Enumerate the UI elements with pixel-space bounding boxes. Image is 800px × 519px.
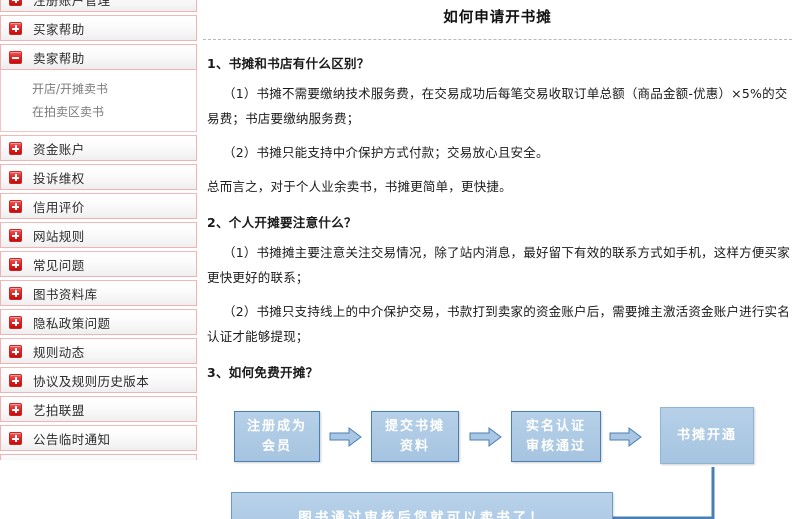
flow-step-4-label: 书摊开通	[676, 427, 737, 443]
sidebar-item-4: 投诉维权	[0, 164, 197, 190]
sidebar-subitem[interactable]: 在拍卖区卖书	[32, 105, 105, 119]
section-1-paragraph-3: 总而言之，对于个人业余卖书，书摊更简单，更快捷。	[207, 179, 512, 194]
sidebar-item-header-5[interactable]: 信用评价	[0, 193, 197, 219]
sidebar-nav: 注册账户管理买家帮助卖家帮助开店/开摊卖书在拍卖区卖书资金账户投诉维权信用评价网…	[0, 0, 197, 460]
flow-step-1-label: 注册成为会员	[246, 418, 307, 454]
sidebar-item-header-9[interactable]: 隐私政策问题	[0, 309, 197, 335]
sidebar-item-header-4[interactable]: 投诉维权	[0, 164, 197, 190]
sidebar-item-label: 注册账户管理	[33, 0, 111, 8]
sidebar-item-label: 买家帮助	[33, 21, 85, 37]
flow-result-label: 图书通过审核后您就可以卖书了！	[298, 509, 546, 519]
sidebar-subitem[interactable]: 开店/开摊卖书	[32, 82, 109, 96]
sidebar-item-label: 信用评价	[33, 199, 85, 215]
sidebar-item-label: 卖家帮助	[33, 50, 85, 66]
plus-icon[interactable]	[9, 431, 22, 445]
plus-icon[interactable]	[9, 199, 22, 213]
sidebar-bottom-edge	[0, 454, 197, 460]
main-content: 如何申请开书摊 1、书摊和书店有什么区别？ （1）书摊不需要缴纳技术服务费，在交…	[197, 0, 800, 519]
plus-icon[interactable]	[9, 402, 22, 416]
plus-icon[interactable]	[9, 315, 22, 329]
plus-icon[interactable]	[9, 0, 22, 6]
section-2-paragraph-2: （2）书摊只支持线上的中介保护交易，书款打到卖家的资金账户后，需要摊主激活资金账…	[207, 304, 790, 344]
sidebar-item-header-0[interactable]: 注册账户管理	[0, 0, 197, 12]
plus-icon[interactable]	[9, 141, 22, 155]
sidebar-item-header-1[interactable]: 买家帮助	[0, 15, 197, 41]
plus-icon[interactable]	[9, 373, 22, 387]
sidebar-item-1: 买家帮助	[0, 15, 197, 41]
flow-arrow-2	[469, 427, 502, 447]
sidebar-item-label: 资金账户	[33, 141, 85, 157]
flow-step-2-label: 提交书摊资料	[384, 418, 445, 454]
sidebar-item-label: 艺拍联盟	[33, 402, 85, 418]
plus-icon[interactable]	[9, 257, 22, 271]
title-divider	[203, 39, 792, 40]
sidebar-item-12: 艺拍联盟	[0, 396, 197, 422]
plus-icon[interactable]	[9, 286, 22, 300]
sidebar-item-3: 资金账户	[0, 135, 197, 161]
sidebar-item-9: 隐私政策问题	[0, 309, 197, 335]
section-heading-2: 2、个人开摊要注意什么？	[207, 215, 357, 230]
plus-icon[interactable]	[9, 170, 22, 184]
flow-arrow-1	[329, 427, 362, 447]
sidebar-subitems-2: 开店/开摊卖书在拍卖区卖书	[0, 70, 197, 132]
flow-arrow-3	[609, 427, 642, 447]
sidebar-item-2: 卖家帮助开店/开摊卖书在拍卖区卖书	[0, 44, 197, 132]
sidebar-item-header-3[interactable]: 资金账户	[0, 135, 197, 161]
sidebar-item-13: 公告临时通知	[0, 425, 197, 451]
sidebar-item-6: 网站规则	[0, 222, 197, 248]
sidebar-item-label: 常见问题	[33, 257, 85, 273]
flow-step-2: 提交书摊资料	[371, 411, 459, 462]
sidebar-item-header-12[interactable]: 艺拍联盟	[0, 396, 197, 422]
minus-icon[interactable]	[9, 50, 22, 64]
page-title: 如何申请开书摊	[443, 10, 552, 26]
sidebar-item-label: 协议及规则历史版本	[33, 373, 150, 389]
sidebar-item-header-2[interactable]: 卖家帮助	[0, 44, 197, 70]
plus-icon[interactable]	[9, 344, 22, 358]
flow-step-3-label: 实名认证审核通过	[525, 418, 586, 454]
plus-icon[interactable]	[9, 21, 22, 35]
sidebar-item-7: 常见问题	[0, 251, 197, 277]
sidebar-item-label: 图书资料库	[33, 286, 98, 302]
sidebar-item-label: 网站规则	[33, 228, 85, 244]
sidebar-item-header-11[interactable]: 协议及规则历史版本	[0, 367, 197, 393]
sidebar-item-5: 信用评价	[0, 193, 197, 219]
sidebar-item-0: 注册账户管理	[0, 0, 197, 12]
section-1-paragraph-1: （1）书摊不需要缴纳技术服务费，在交易成功后每笔交易收取订单总额（商品金额-优惠…	[207, 86, 788, 126]
sidebar-item-label: 公告临时通知	[33, 431, 111, 447]
sidebar-item-header-6[interactable]: 网站规则	[0, 222, 197, 248]
sidebar-item-8: 图书资料库	[0, 280, 197, 306]
section-2-paragraph-1: （1）书摊摊主要注意关注交易情况，除了站内消息，最好留下有效的联系方式如手机，这…	[207, 245, 790, 285]
sidebar-item-header-13[interactable]: 公告临时通知	[0, 425, 197, 451]
flow-step-1: 注册成为会员	[234, 411, 320, 462]
sidebar-item-label: 投诉维权	[33, 170, 85, 186]
flow-step-3: 实名认证审核通过	[511, 411, 601, 462]
sidebar-item-10: 规则动态	[0, 338, 197, 364]
section-heading-3: 3、如何免费开摊？	[207, 365, 319, 380]
section-heading-1: 1、书摊和书店有什么区别？	[207, 56, 370, 71]
flow-diagram: 注册成为会员 提交书摊资料 实名认证审核通过 书摊开通	[203, 395, 792, 519]
flow-result-box: 图书通过审核后您就可以卖书了！	[231, 492, 613, 519]
sidebar-item-label: 规则动态	[33, 344, 85, 360]
plus-icon[interactable]	[9, 228, 22, 242]
flow-step-4: 书摊开通	[660, 407, 754, 464]
sidebar-item-11: 协议及规则历史版本	[0, 367, 197, 393]
sidebar-item-header-10[interactable]: 规则动态	[0, 338, 197, 364]
section-1-paragraph-2: （2）书摊只能支持中介保护方式付款；交易放心且安全。	[223, 145, 549, 160]
sidebar-item-header-8[interactable]: 图书资料库	[0, 280, 197, 306]
sidebar-item-header-7[interactable]: 常见问题	[0, 251, 197, 277]
sidebar-item-label: 隐私政策问题	[33, 315, 111, 331]
